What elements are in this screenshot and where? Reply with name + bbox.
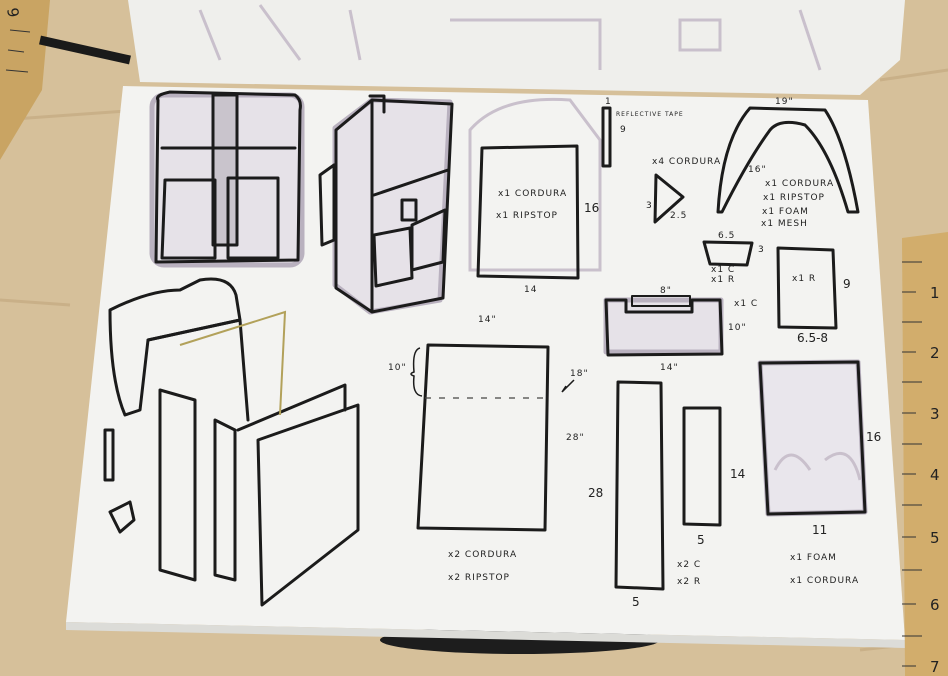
handwritten-label: 6 (930, 596, 940, 614)
main-panel-pattern: 14" 10" 18" 28" x2 CORDURA x2 RIPSTOP (388, 315, 589, 583)
handwritten-label: x1 CORDURA (498, 189, 567, 199)
handwritten-label: 14 (730, 467, 745, 481)
zip-panel-pattern: 8" x1 C 10" 14" (603, 286, 758, 373)
handwritten-label: 7 (930, 658, 940, 676)
handwritten-label: 3 (758, 245, 765, 255)
short-strip-pattern: 14 5 x2 C x2 R (677, 406, 745, 587)
handwritten-label: x1 CORDURA (790, 576, 859, 586)
handwritten-label: 1 (930, 284, 940, 302)
handwritten-label: 2 (930, 344, 940, 362)
handwritten-label: x2 RIPSTOP (448, 573, 510, 583)
right-ruler: 1 2 3 4 5 6 7 (902, 232, 948, 676)
handwritten-label: 9 (3, 6, 22, 19)
handwritten-label: 16 (584, 201, 599, 215)
foam-panel-pattern: 16 11 x1 FOAM x1 CORDURA (757, 359, 881, 586)
elastic-band (39, 35, 131, 65)
handwritten-label: 18" (570, 369, 589, 379)
handwritten-label: 14" (660, 363, 679, 373)
handwritten-label: x1 R (711, 275, 735, 285)
right-panel-pattern: x1 R 9 6.5-8 (776, 246, 851, 345)
exploded-backpack-sketch (103, 277, 360, 607)
handwritten-label: 28" (566, 433, 585, 443)
handwritten-label: x2 CORDURA (448, 550, 517, 560)
handwritten-label: 9 (843, 277, 851, 291)
handwritten-label: 19" (775, 97, 794, 107)
handwritten-label: 16" (748, 165, 767, 175)
small-pocket-pattern: 6.5 3 x1 C x1 R (702, 231, 765, 285)
handwritten-label: x2 C (677, 560, 701, 570)
handwritten-label: 4 (930, 466, 940, 484)
handwritten-label: 10" (388, 363, 407, 373)
upper-page (128, 0, 905, 95)
shoulder-strap-pattern: 19" 16" x1 CORDURA x1 RIPSTOP x1 FOAM x1… (716, 97, 860, 229)
handwritten-label: 2.5 (670, 211, 687, 221)
back-panel-pattern: x1 CORDURA x1 RIPSTOP 16 14 (468, 97, 602, 295)
handwritten-label: x4 CORDURA (652, 157, 721, 167)
handwritten-label: x1 CORDURA (765, 179, 834, 189)
handwritten-label: 9 (620, 125, 627, 135)
handwritten-label: 14 (524, 285, 537, 295)
handwritten-label: 6.5-8 (797, 331, 828, 345)
handwritten-label: x1 FOAM (762, 207, 809, 217)
handwritten-label: x1 C (711, 265, 735, 275)
handwritten-label: 16 (866, 430, 881, 444)
handwritten-label: 6.5 (718, 231, 735, 241)
handwritten-label: 10" (728, 323, 747, 333)
handwritten-label: x1 C (734, 299, 758, 309)
handwritten-label: 3 (646, 201, 653, 211)
left-ruler: 9 (0, 0, 50, 160)
backpack-side-sketch (318, 94, 454, 315)
handwritten-label: x1 MESH (761, 219, 808, 229)
handwritten-label: 14" (478, 315, 497, 325)
handwritten-label: 8" (660, 286, 672, 296)
handwritten-label: 5 (632, 595, 640, 609)
handwritten-label: REFLECTIVE TAPE (616, 111, 684, 118)
handwritten-label: 3 (930, 405, 940, 423)
triangle-pattern: x4 CORDURA 3 2.5 (646, 157, 721, 224)
backpack-front-sketch (149, 90, 305, 268)
handwritten-label: 1 (605, 97, 612, 107)
handwritten-label: x1 FOAM (790, 553, 837, 563)
handwritten-label: x1 RIPSTOP (763, 193, 825, 203)
handwritten-label: 11 (812, 523, 827, 537)
handwritten-label: 28 (588, 486, 603, 500)
handwritten-label: x1 RIPSTOP (496, 211, 558, 221)
handwritten-label: x1 R (792, 274, 816, 284)
reflective-tape-pattern: 1 REFLECTIVE TAPE 9 (601, 97, 684, 168)
handwritten-label: x2 R (677, 577, 701, 587)
long-strip-pattern: 28 5 (588, 380, 665, 609)
handwritten-label: 5 (697, 533, 705, 547)
handwritten-label: 5 (930, 529, 940, 547)
